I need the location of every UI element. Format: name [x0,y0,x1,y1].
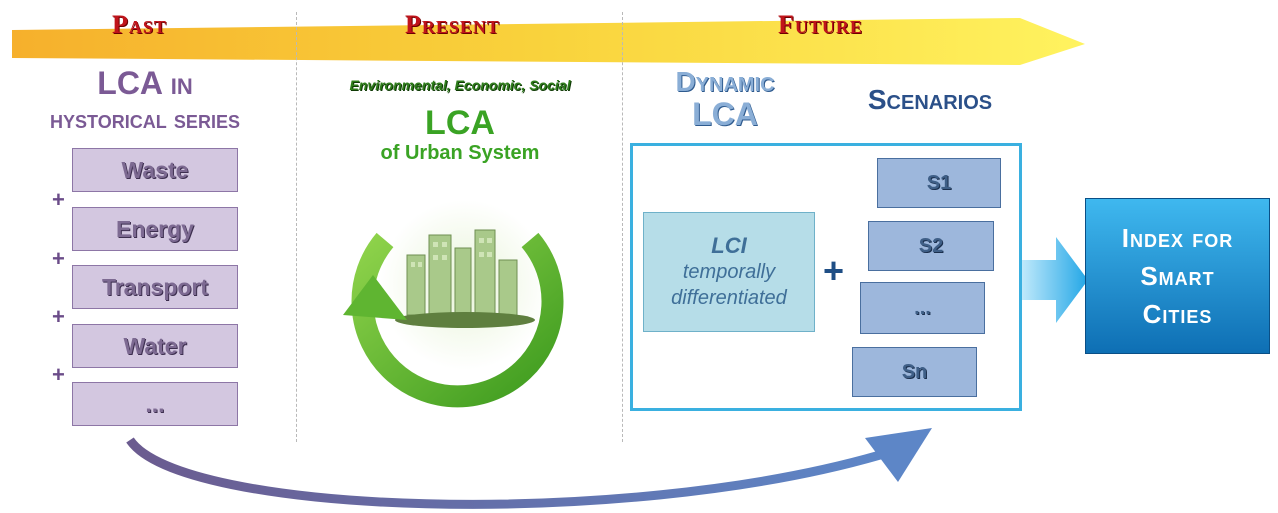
index-smart-cities-box: Index for Smart Cities [1085,198,1270,354]
divider-present-future [622,12,623,442]
past-item-waste: Waste [72,148,238,192]
past-title-line2: hystorical series [50,104,240,134]
plus-sign: + [52,246,65,271]
past-item-more: ... [72,382,238,426]
era-label-past: Past [112,10,167,39]
curved-flow-arrow [126,428,932,509]
lci-box: LCI temporally differentiated [643,212,815,332]
scenario-s2: S2 [868,221,994,271]
plus-sign-large: + [823,250,845,291]
divider-past-present [296,12,297,442]
lci-line2: temporally [682,261,776,283]
scenario-more: ... [860,282,985,334]
scenario-sn: Sn [852,347,977,397]
index-line2: Smart [1140,261,1215,291]
past-item-water: Water [72,324,238,368]
recycle-arrow-city-icon [343,200,564,408]
plus-sign: + [52,362,65,387]
index-line1: Index for [1121,223,1234,253]
era-label-present: Present [405,10,500,39]
lci-line3: differentiated [671,287,787,309]
plus-sign: + [52,304,65,329]
past-item-transport: Transport [72,265,238,309]
future-title-line1: Dynamic [675,66,775,97]
future-title-line2: LCA [692,96,758,132]
past-title-line1: LCA in [97,65,193,101]
timeline-arrow [12,18,1085,65]
past-item-energy: Energy [72,207,238,251]
scenarios-title: Scenarios [867,84,993,115]
lci-title: LCI [711,233,747,258]
plus-sign: + [52,187,65,212]
right-arrow-icon [1022,237,1088,323]
era-label-future: Future [778,10,863,39]
present-subtitle: Environmental, Economic, Social [349,77,571,93]
present-urban-system: of Urban System [380,142,540,164]
scenario-s1: S1 [877,158,1001,208]
present-title: LCA [425,104,495,142]
index-line3: Cities [1142,299,1213,329]
